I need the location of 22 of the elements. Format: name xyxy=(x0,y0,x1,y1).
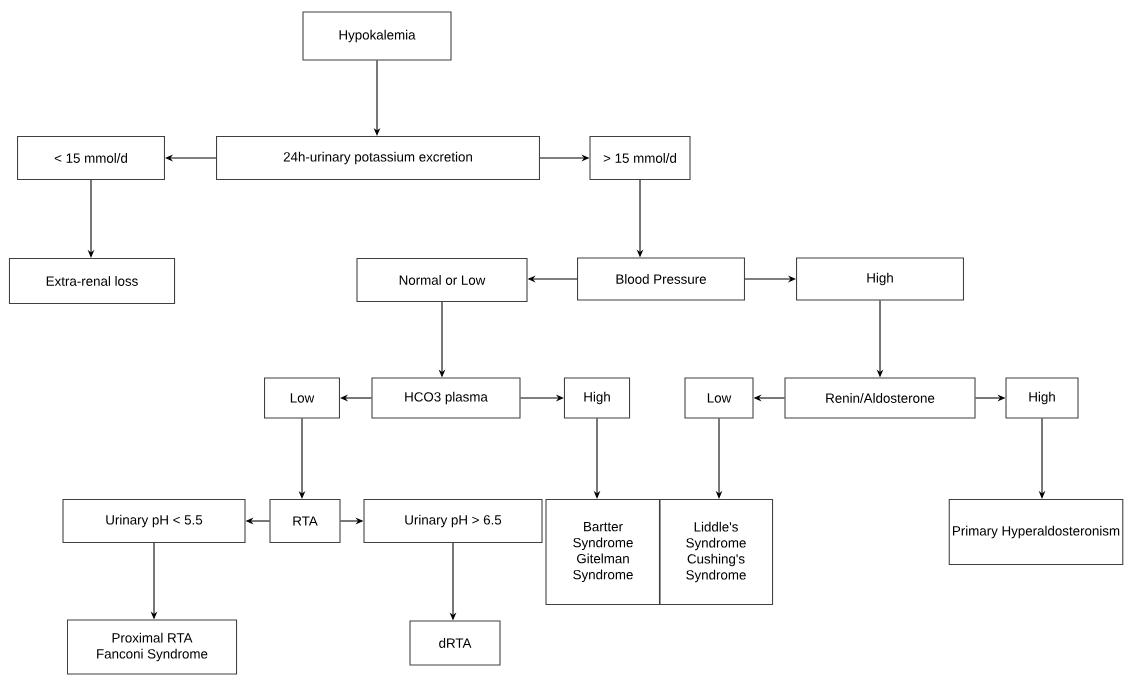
process-box: High xyxy=(796,257,964,301)
process-box: Low xyxy=(264,377,340,419)
process-box: Low xyxy=(684,377,754,419)
process-box: Urinary pH > 6.5 xyxy=(363,499,543,543)
process-box: Renin/Aldosterone xyxy=(784,377,976,419)
process-box: Extra-renal loss xyxy=(8,257,176,305)
process-box: High xyxy=(1005,377,1079,419)
process-box: Proximal RTA Fanconi Syndrome xyxy=(66,619,238,675)
process-box: High xyxy=(563,377,631,419)
process-box: Liddle's Syndrome Cushing's Syndrome xyxy=(658,498,774,606)
process-box: Blood Pressure xyxy=(577,257,745,301)
process-box: Hypokalemia xyxy=(302,11,452,61)
process-box: > 15 mmol/d xyxy=(589,136,691,180)
process-box: < 15 mmol/d xyxy=(17,136,165,180)
process-box: Primary Hyperaldosteronism xyxy=(948,498,1124,566)
process-box: dRTA xyxy=(409,620,501,666)
process-box: HCO3 plasma xyxy=(371,377,521,419)
process-box: Normal or Low xyxy=(356,258,528,302)
process-box: Urinary pH < 5.5 xyxy=(62,499,246,543)
process-box: 24h-urinary potassium excretion xyxy=(216,136,540,180)
process-box: RTA xyxy=(269,499,341,543)
process-box: Bartter Syndrome Gitelman Syndrome xyxy=(545,498,661,606)
